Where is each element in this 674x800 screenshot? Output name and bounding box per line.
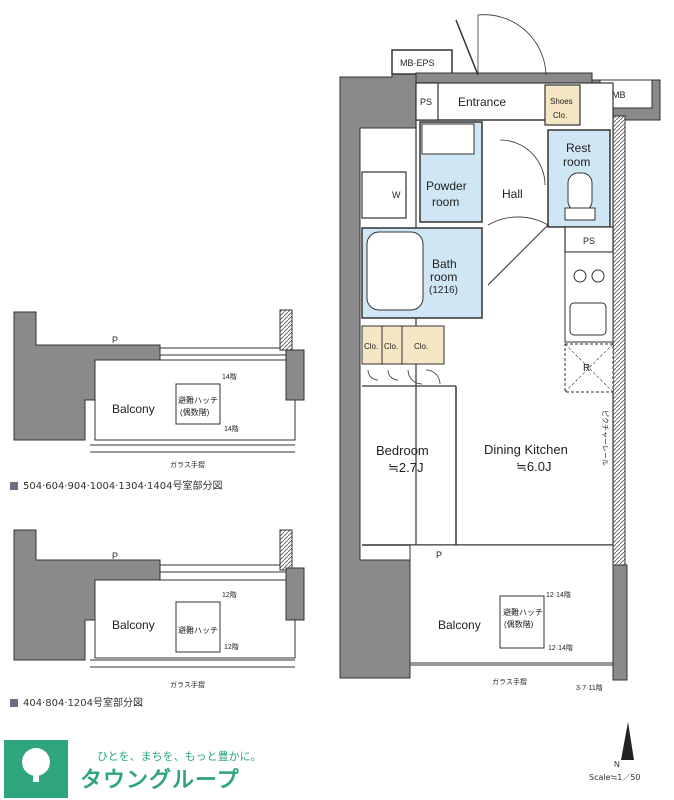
label-bath-1: Bath [432, 257, 457, 271]
label-clo-1: Clo. [364, 342, 378, 351]
label-ps-top: PS [420, 97, 432, 107]
compass [621, 722, 634, 760]
p1-label-hatch-1: 避難ハッチ [178, 395, 218, 405]
partial-2-caption-text: 404·804·1204号室部分図 [23, 698, 143, 709]
label-bedroom: Bedroom [376, 443, 429, 458]
label-powder-1: Powder [426, 179, 467, 193]
p2-label-floor-top: 12階 [222, 590, 237, 599]
brand-logo-icon [4, 740, 68, 798]
label-curtain: ピクチャーレール [601, 410, 609, 466]
label-floors-main-bottom: 12·14階 [548, 643, 573, 652]
partial-plan-504 [13, 309, 305, 453]
right-hatched-wall [612, 115, 626, 567]
shoes-closet [544, 84, 581, 126]
label-rest-2: room [563, 155, 590, 169]
p1-label-hatch-2: (偶数階) [180, 407, 210, 417]
label-mb: MB [612, 90, 626, 100]
label-rest-1: Rest [566, 141, 591, 155]
label-fridge: R [583, 363, 590, 374]
partial-plan-404 [13, 529, 305, 668]
partial-2-caption: 404·804·1204号室部分図 [10, 694, 143, 709]
label-clo-3: Clo. [414, 342, 428, 351]
main-plan [339, 14, 661, 681]
p2-label-p: P [112, 551, 118, 561]
washer-space [361, 171, 407, 219]
ps-top-box [415, 82, 439, 121]
label-powder-2: room [432, 195, 459, 209]
label-mb-eps: MB·EPS [400, 58, 435, 68]
entrance-door-swing [477, 14, 547, 76]
p2-label-balcony: Balcony [112, 618, 155, 632]
compass-arrow-icon [621, 722, 634, 760]
label-entrance: Entrance [458, 95, 506, 109]
label-washer: W [392, 190, 401, 200]
brand-name: タウングループ [80, 768, 240, 793]
p1-label-floor-bottom: 14階 [224, 424, 239, 433]
label-p-main: P [436, 550, 442, 560]
p1-label-p: P [112, 335, 118, 345]
label-hatch-main-1: 避難ハッチ [503, 607, 543, 617]
label-floors-main-top: 12·14階 [546, 590, 571, 599]
scale-label: Scale≒1／50 [589, 773, 641, 782]
brand-tagline: ひとを、まちを、もっと豊かに。 [97, 750, 262, 763]
partial-1-caption: 504·604·904·1004·1304·1404号室部分図 [10, 477, 223, 492]
label-bath-2: room [430, 270, 457, 284]
partial-1-caption-text: 504·604·904·1004·1304·1404号室部分図 [23, 481, 223, 492]
closet-3 [401, 325, 445, 365]
label-floor-note: 3·7·11階 [576, 683, 603, 692]
label-shoes-2: Clo. [553, 111, 567, 120]
top-wall [415, 72, 593, 84]
label-dining-size: ≒6.0J [516, 459, 551, 474]
compass-label: N [614, 760, 620, 769]
label-dining: Dining Kitchen [484, 442, 568, 457]
left-exterior-wall [339, 72, 417, 679]
p2-label-hatch: 避難ハッチ [178, 625, 218, 635]
label-bedroom-size: ≒2.7J [388, 460, 423, 475]
brand-small-text: TOWN GROUP [6, 784, 56, 792]
label-shoes-1: Shoes [550, 97, 573, 106]
p1-label-floor-top: 14階 [222, 372, 237, 381]
balcony-right-wall [612, 564, 628, 681]
label-glass-main: ガラス手摺 [492, 677, 527, 686]
label-hall: Hall [502, 187, 523, 201]
p1-label-balcony: Balcony [112, 402, 155, 416]
label-clo-2: Clo. [384, 342, 398, 351]
p2-label-glass: ガラス手摺 [170, 680, 205, 689]
label-hatch-main-2: (偶数階) [504, 619, 534, 629]
p1-label-glass: ガラス手摺 [170, 460, 205, 469]
mb-eps-box [391, 49, 453, 75]
label-bath-3: (1216) [429, 285, 458, 296]
label-balcony-main: Balcony [438, 618, 481, 632]
p2-label-floor-bottom: 12階 [224, 642, 239, 651]
label-ps-right: PS [583, 236, 595, 246]
